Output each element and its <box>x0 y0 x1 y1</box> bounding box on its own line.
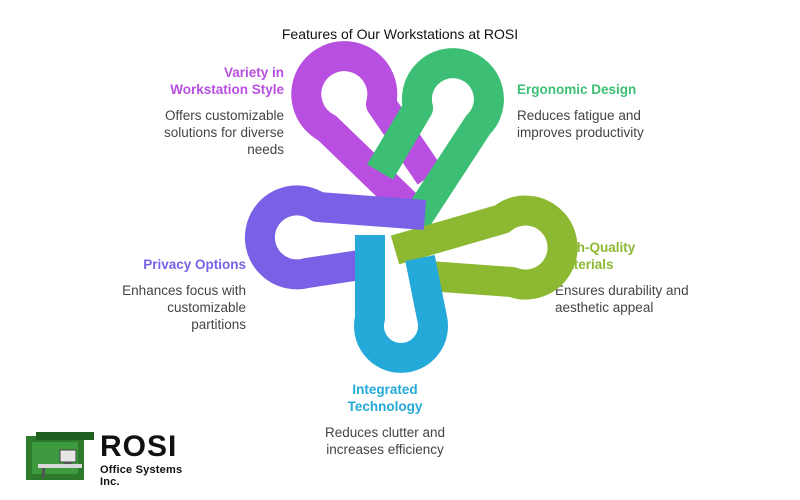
feature-variety-heading: Variety in Workstation Style <box>170 65 284 97</box>
feature-quality-desc: Ensures durability and aesthetic appeal <box>555 283 689 315</box>
feature-ergonomic-heading: Ergonomic Design <box>517 82 637 97</box>
feature-integrated: Integrated Technology Reduces clutter an… <box>320 381 450 458</box>
logo-brand: ROSI <box>100 430 178 463</box>
page-title: Features of Our Workstations at ROSI <box>281 26 519 42</box>
logo-subtitle: Office Systems Inc. <box>100 464 183 488</box>
loop-ergonomic <box>367 48 504 232</box>
rosi-logo: ROSI Office Systems Inc. <box>24 428 199 488</box>
feature-privacy-heading: Privacy Options <box>143 257 246 272</box>
feature-ergonomic: Ergonomic Design Reduces fatigue and imp… <box>517 81 657 141</box>
cubicle-icon <box>26 432 94 480</box>
feature-variety: Variety in Workstation Style Offers cust… <box>150 64 284 158</box>
feature-integrated-desc: Reduces clutter and increases efficiency <box>324 425 446 457</box>
loop-quality <box>390 195 578 300</box>
loop-integrated <box>354 235 448 373</box>
feature-ergonomic-desc: Reduces fatigue and improves productivit… <box>517 108 644 140</box>
feature-privacy-desc: Enhances focus with customizable partiti… <box>122 283 246 332</box>
feature-privacy: Privacy Options Enhances focus with cust… <box>110 256 246 333</box>
feature-variety-desc: Offers customizable solutions for divers… <box>163 108 284 157</box>
loop-variety <box>291 41 443 221</box>
loop-privacy <box>244 185 427 290</box>
feature-integrated-heading: Integrated Technology <box>347 382 423 414</box>
